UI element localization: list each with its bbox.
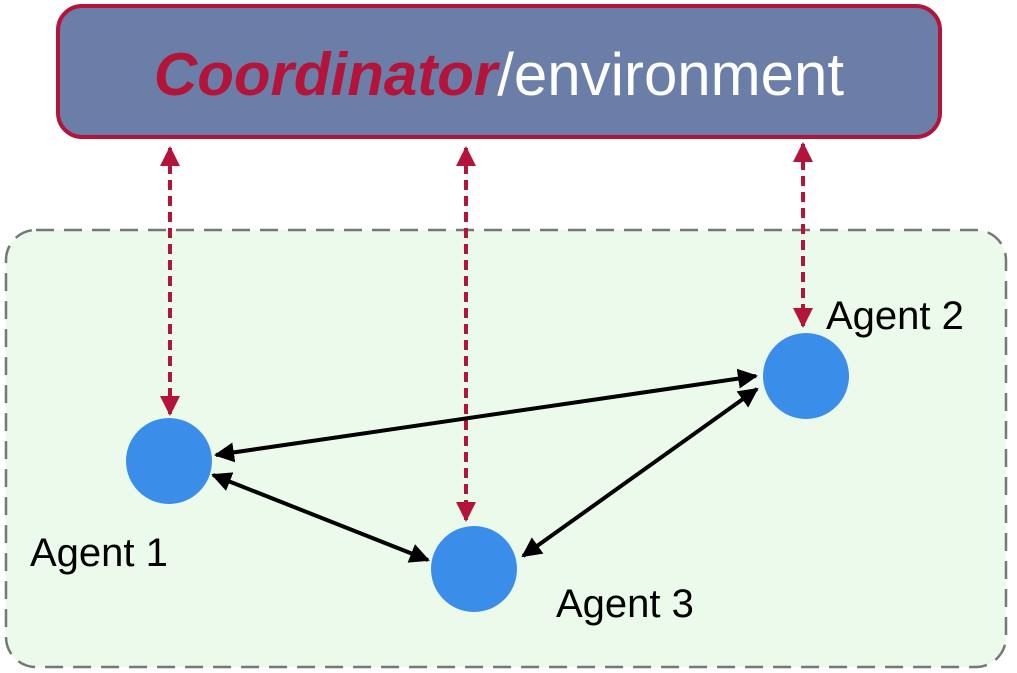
- coordinator-box: [56, 4, 942, 139]
- agent-2-label: Agent 2: [826, 294, 964, 338]
- agent-3-label: Agent 3: [556, 582, 694, 626]
- agent-1-node: [126, 418, 212, 504]
- agent-1-label: Agent 1: [30, 531, 168, 575]
- agent-2-node: [763, 333, 849, 419]
- coordinator-rest: /environment: [497, 41, 844, 108]
- agent-3-agent-2-link: [521, 387, 759, 558]
- coordinator-emphasis: Coordinator: [154, 41, 501, 108]
- agent-3-node: [431, 526, 517, 612]
- agent-1-agent-3-link: [211, 472, 430, 563]
- coordinator-title: Coordinator/environment: [154, 41, 844, 108]
